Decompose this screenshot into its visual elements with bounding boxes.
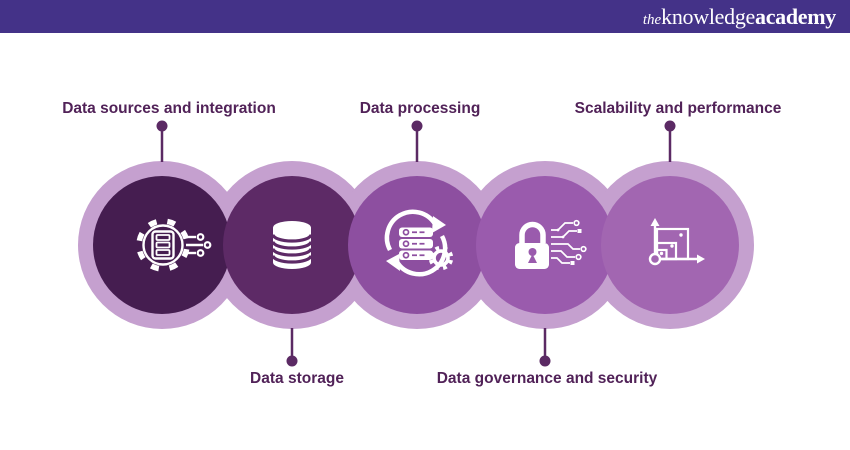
padlock-circuit-icon	[515, 219, 587, 269]
logo-knowledge: knowledge	[661, 3, 755, 29]
label-data-sources: Data sources and integration	[62, 100, 276, 117]
connector-data-sources	[156, 120, 168, 162]
header-bar: theknowledgeacademy	[0, 0, 850, 33]
label-data-storage: Data storage	[250, 370, 344, 387]
connector-dot	[664, 120, 676, 132]
connector-dot	[286, 355, 298, 367]
circle-scalability	[601, 176, 739, 314]
connector-dot	[539, 355, 551, 367]
label-scalability: Scalability and performance	[574, 100, 782, 117]
brand-logo: theknowledgeacademy	[642, 3, 836, 29]
label-data-governance: Data governance and security	[436, 370, 658, 387]
connector-scalability	[664, 120, 676, 162]
circle-data-sources	[93, 176, 231, 314]
connector-dot	[411, 120, 423, 132]
logo-academy: academy	[755, 3, 836, 29]
server-refresh-gear-icon	[384, 209, 454, 277]
logo-the: the	[642, 11, 662, 28]
label-data-processing: Data processing	[359, 100, 481, 117]
growth-chart-icon	[648, 218, 705, 266]
connector-data-governance	[539, 328, 551, 367]
connector-data-processing	[411, 120, 423, 162]
connector-dot	[156, 120, 168, 132]
connector-data-storage	[286, 328, 298, 367]
database-icon	[271, 221, 313, 269]
